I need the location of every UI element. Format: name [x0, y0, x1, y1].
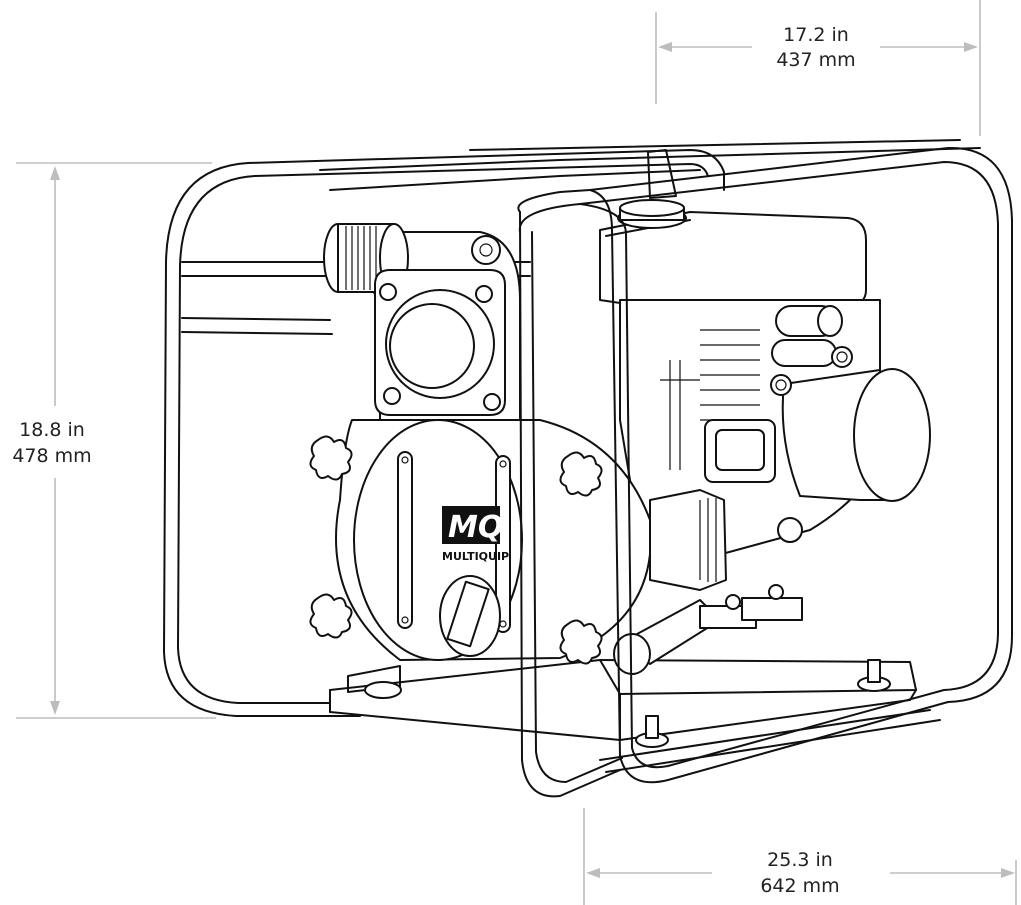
mq-logo-text: MQ	[448, 510, 503, 545]
length-arrow-left	[586, 868, 600, 878]
top-rails	[319, 139, 981, 191]
height-arrow-top	[50, 166, 60, 180]
mq-logo: MQ MULTIQUIP	[442, 506, 509, 563]
height-mm-label: 478 mm	[12, 445, 91, 467]
height-dimension: 18.8 in 478 mm	[12, 162, 216, 719]
mq-logo-mark	[442, 506, 500, 544]
width-inches-label: 17.2 in	[783, 24, 849, 46]
engine	[599, 149, 931, 561]
height-inches-label: 18.8 in	[19, 419, 85, 441]
knob-bottom-left	[309, 593, 353, 639]
width-mm-label: 437 mm	[776, 49, 855, 71]
length-inches-label: 25.3 in	[767, 849, 833, 871]
knob-top-left	[309, 435, 353, 481]
height-arrow-bottom	[50, 701, 60, 715]
knob-top-right	[559, 451, 603, 497]
width-arrow-right	[964, 42, 978, 52]
width-arrow-left	[658, 42, 672, 52]
brand-name: MULTIQUIP	[442, 550, 509, 563]
width-dimension: 17.2 in 437 mm	[655, 0, 981, 136]
length-arrow-right	[1001, 868, 1015, 878]
knob-bottom-right	[559, 619, 603, 665]
front-frame	[517, 146, 1013, 798]
length-mm-label: 642 mm	[760, 875, 839, 897]
length-dimension: 25.3 in 642 mm	[583, 808, 1017, 905]
